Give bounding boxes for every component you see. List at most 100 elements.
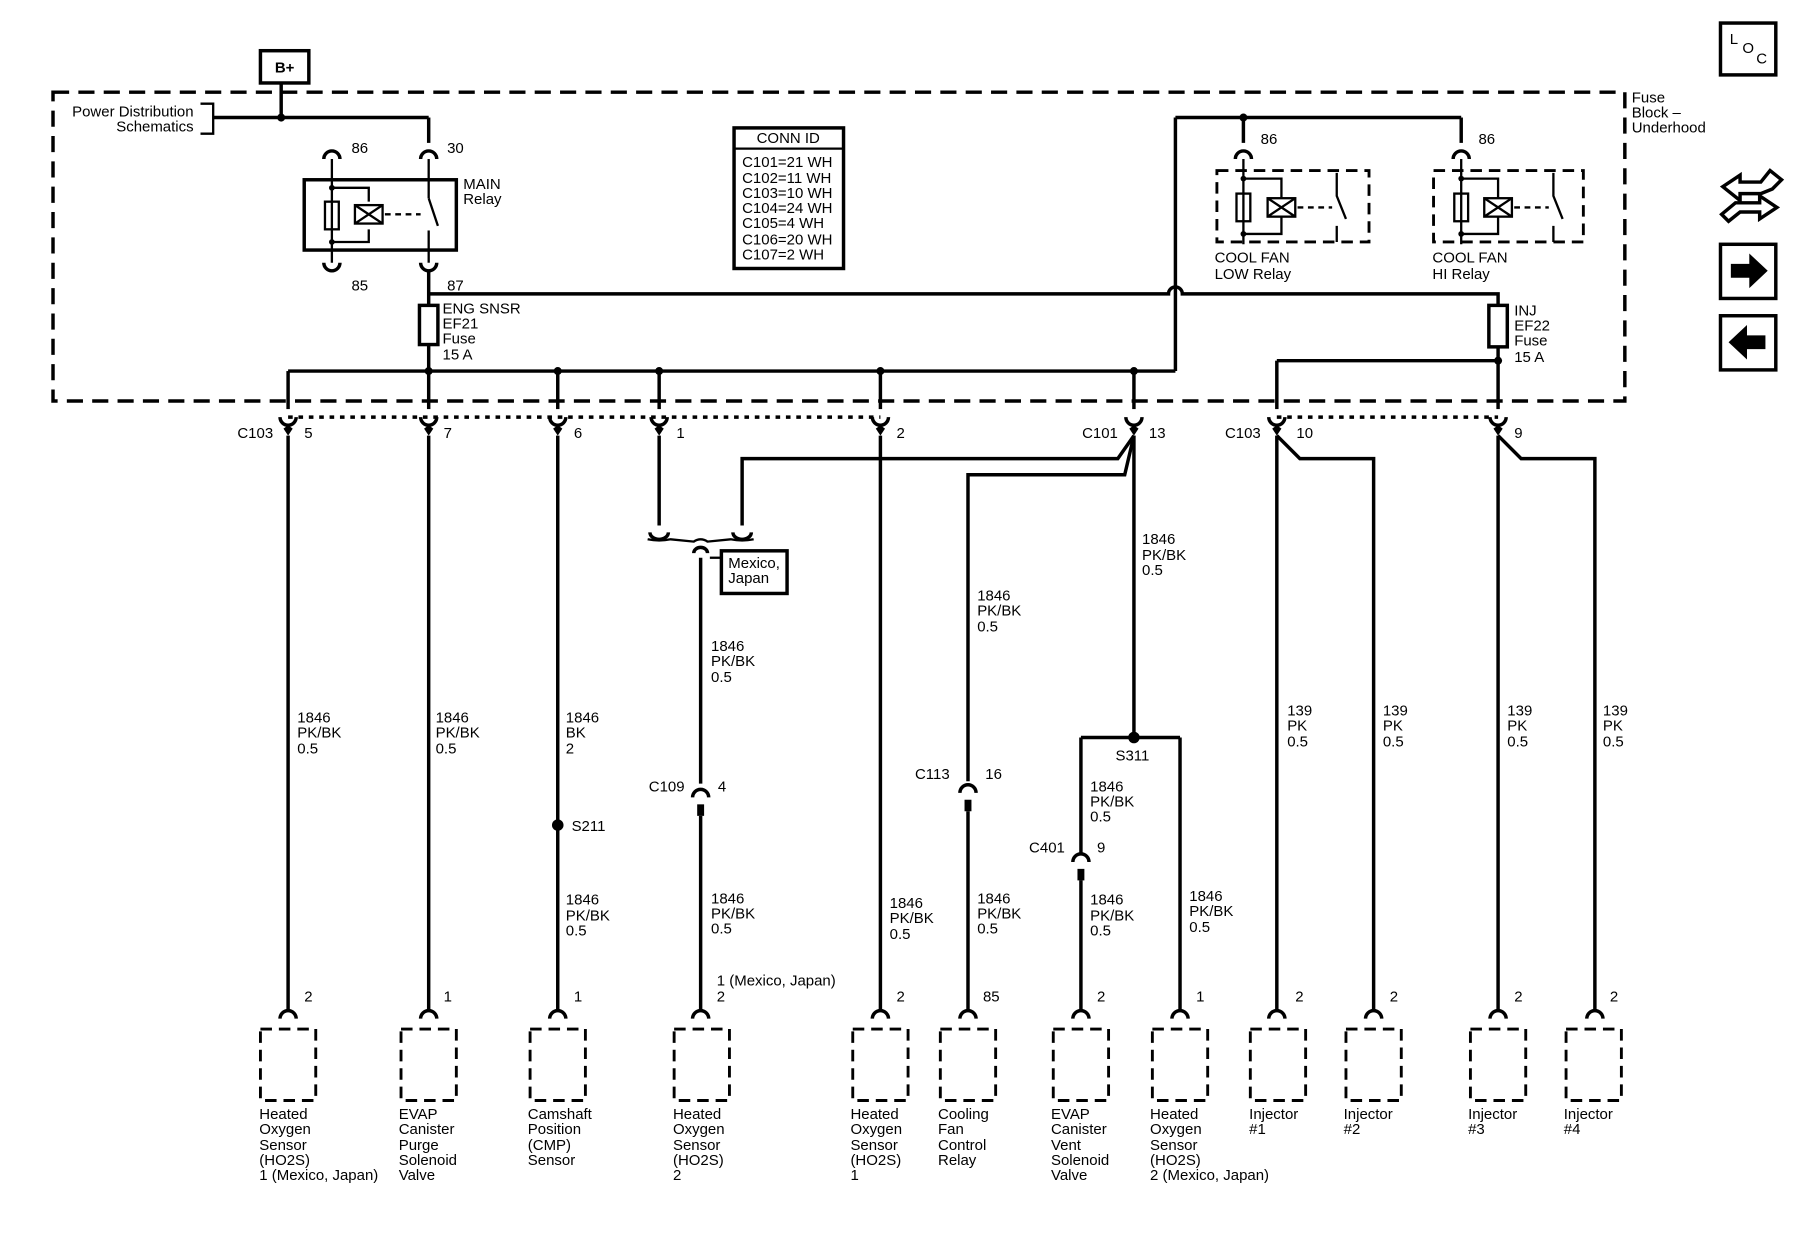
wire-label-5: 1846 PK/BK 0.5	[890, 895, 934, 943]
component-evap-purge-valve[interactable]: 1 EVAP Canister Purge Solenoid Valve	[399, 988, 458, 1184]
component-ho2s-1-mexico-japan[interactable]: 2 Heated Oxygen Sensor (HO2S) 1 (Mexico,…	[258, 988, 378, 1184]
svg-text:(CMP): (CMP)	[528, 1137, 571, 1154]
svg-text:2: 2	[304, 988, 312, 1005]
svg-text:Injector: Injector	[1249, 1106, 1298, 1123]
component-injector-2[interactable]: 2 Injector #2	[1344, 988, 1403, 1138]
arrow-left-icon[interactable]	[1718, 314, 1778, 372]
loc-button[interactable]: L O C	[1718, 21, 1778, 77]
main-relay-pin-85: 85	[351, 277, 368, 294]
svg-text:C105=4 WH: C105=4 WH	[742, 215, 824, 232]
svg-text:15 A: 15 A	[443, 347, 473, 364]
svg-text:PK/BK: PK/BK	[1090, 794, 1134, 811]
svg-text:1846: 1846	[1090, 779, 1123, 796]
main-relay: 86 30 85 87 MAIN Relay	[302, 140, 502, 294]
svg-text:5: 5	[304, 425, 312, 442]
wire-label-inj1: 139 PK 0.5	[1287, 703, 1312, 751]
svg-text:Injector: Injector	[1468, 1106, 1517, 1123]
svg-text:0.5: 0.5	[1142, 562, 1163, 579]
svg-text:ENG SNSR: ENG SNSR	[443, 300, 521, 317]
svg-text:Heated: Heated	[850, 1106, 898, 1123]
svg-text:Sensor: Sensor	[1150, 1137, 1197, 1154]
component-ho2s-1[interactable]: 2 Heated Oxygen Sensor (HO2S) 1	[850, 988, 910, 1184]
svg-text:2: 2	[897, 988, 905, 1005]
svg-text:INJ: INJ	[1514, 303, 1536, 320]
svg-text:Relay: Relay	[938, 1152, 977, 1169]
component-ho2s-2[interactable]: 1 (Mexico, Japan) 2 Heated Oxygen Sensor…	[672, 972, 836, 1184]
svg-text:PK: PK	[1507, 718, 1527, 735]
svg-text:PK/BK: PK/BK	[1189, 903, 1233, 920]
svg-text:C104=24 WH: C104=24 WH	[742, 200, 832, 217]
svg-text:1846: 1846	[566, 710, 599, 727]
svg-text:(HO2S): (HO2S)	[850, 1152, 901, 1169]
svg-text:2: 2	[1097, 988, 1105, 1005]
svg-text:PK/BK: PK/BK	[977, 905, 1021, 922]
svg-text:Canister: Canister	[1051, 1121, 1107, 1138]
svg-text:15 A: 15 A	[1514, 349, 1544, 366]
svg-text:2: 2	[1610, 988, 1618, 1005]
svg-text:1: 1	[444, 988, 452, 1005]
svg-text:2 (Mexico, Japan): 2 (Mexico, Japan)	[1150, 1167, 1269, 1184]
wire-label-2: 1846 PK/BK 0.5	[436, 710, 480, 758]
svg-text:Solenoid: Solenoid	[1051, 1152, 1109, 1169]
component-ho2s-2-mexico-japan[interactable]: 1 Heated Oxygen Sensor (HO2S) 2 (Mexico,…	[1150, 988, 1269, 1184]
svg-text:1: 1	[574, 988, 582, 1005]
svg-text:1846: 1846	[297, 710, 330, 727]
wire-label-inj3: 139 PK 0.5	[1507, 703, 1532, 751]
svg-text:Injector: Injector	[1344, 1106, 1393, 1123]
svg-text:Oxygen: Oxygen	[850, 1121, 902, 1138]
svg-text:EVAP: EVAP	[1051, 1106, 1090, 1123]
component-cooling-fan-relay[interactable]: 85 Cooling Fan Control Relay	[938, 988, 1000, 1169]
wire-label-7: 1846 PK/BK 0.5	[1142, 531, 1186, 579]
svg-text:2: 2	[1390, 988, 1398, 1005]
component-injector-1[interactable]: 2 Injector #1	[1248, 988, 1308, 1138]
power-distribution-ref[interactable]: Power Distribution Schematics	[72, 102, 215, 135]
svg-text:0.5: 0.5	[890, 926, 911, 943]
svg-text:16: 16	[985, 766, 1002, 783]
svg-text:C101=21 WH: C101=21 WH	[742, 154, 832, 171]
harness-connectors	[278, 416, 1508, 436]
connector-c103-left: C103	[237, 425, 273, 442]
svg-text:Camshaft: Camshaft	[528, 1106, 593, 1123]
svg-text:0.5: 0.5	[977, 920, 998, 937]
svg-text:Fan: Fan	[938, 1121, 964, 1138]
splice-s311: S311	[1115, 748, 1149, 765]
svg-text:Sensor: Sensor	[259, 1137, 306, 1154]
component-cmp-sensor[interactable]: 1 Camshaft Position (CMP) Sensor	[528, 988, 593, 1169]
main-relay-pin-86: 86	[351, 140, 368, 157]
wire-label-8a: 1846 PK/BK 0.5	[1090, 779, 1134, 826]
svg-text:0.5: 0.5	[1287, 734, 1308, 751]
main-relay-pin-87: 87	[447, 277, 464, 294]
svg-text:2: 2	[1514, 988, 1522, 1005]
svg-text:0.5: 0.5	[1090, 809, 1111, 826]
main-relay-pin-30: 30	[447, 140, 464, 157]
svg-text:Vent: Vent	[1051, 1137, 1082, 1154]
connector-c101: C101	[1082, 425, 1118, 442]
svg-text:C106=20 WH: C106=20 WH	[742, 231, 832, 248]
svg-text:Relay: Relay	[463, 191, 502, 208]
svg-text:Sensor: Sensor	[850, 1137, 897, 1154]
svg-text:139: 139	[1287, 703, 1312, 720]
svg-text:Oxygen: Oxygen	[673, 1121, 725, 1138]
svg-text:Heated: Heated	[259, 1106, 307, 1123]
svg-text:C102=11 WH: C102=11 WH	[742, 170, 831, 187]
wire-label-4a: 1846 PK/BK 0.5	[711, 638, 755, 686]
svg-text:PK/BK: PK/BK	[436, 725, 480, 742]
svg-text:Oxygen: Oxygen	[1150, 1121, 1202, 1138]
component-evap-vent-valve[interactable]: 2 EVAP Canister Vent Solenoid Valve	[1051, 988, 1111, 1184]
svg-text:139: 139	[1603, 703, 1628, 720]
svg-text:0.5: 0.5	[1189, 919, 1210, 936]
component-injector-4[interactable]: 2 Injector #4	[1564, 988, 1623, 1138]
svg-text:#1: #1	[1249, 1121, 1266, 1138]
component-injector-3[interactable]: 2 Injector #3	[1468, 988, 1528, 1138]
arrow-right-icon[interactable]	[1718, 242, 1778, 301]
svg-text:1 (Mexico, Japan): 1 (Mexico, Japan)	[259, 1167, 378, 1184]
svg-text:C: C	[1756, 50, 1767, 67]
svg-text:PK/BK: PK/BK	[566, 908, 610, 925]
swap-arrows-icon[interactable]	[1719, 168, 1785, 224]
fuse-block-outline	[51, 90, 1627, 403]
svg-text:Solenoid: Solenoid	[399, 1152, 457, 1169]
svg-text:1: 1	[1196, 988, 1204, 1005]
svg-text:Mexico,: Mexico,	[728, 555, 780, 572]
svg-text:1846: 1846	[1142, 531, 1175, 548]
